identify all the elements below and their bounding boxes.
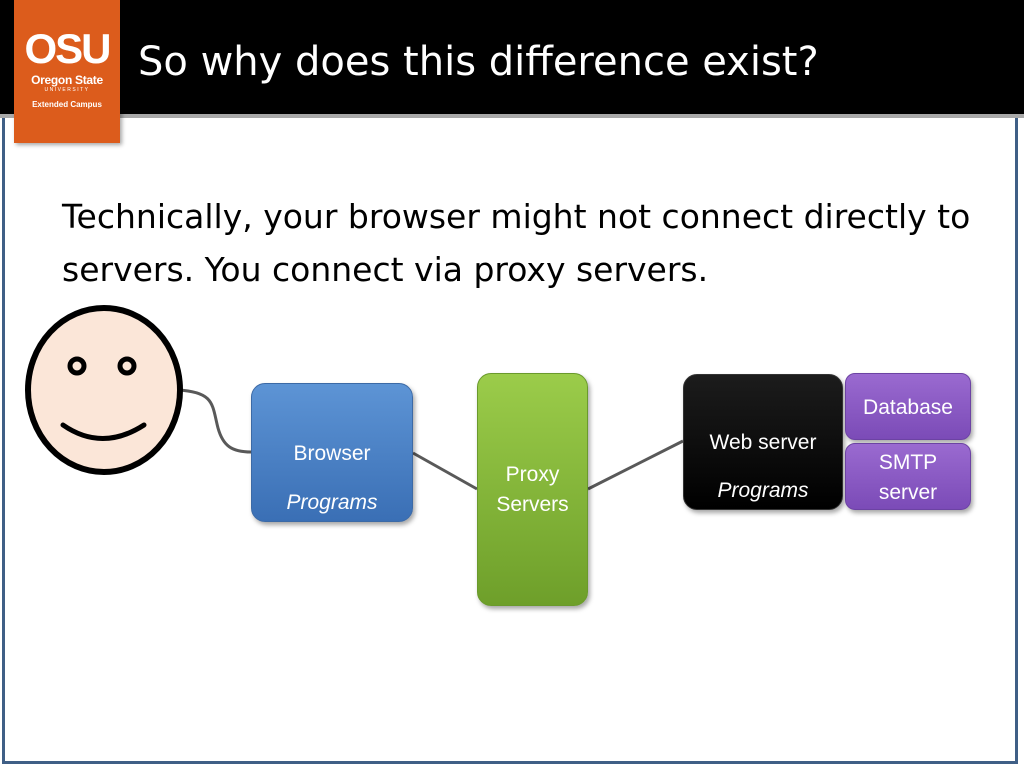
connector-user-browser bbox=[177, 388, 252, 454]
web-server-label: Web server bbox=[709, 431, 817, 454]
proxy-label-line1: Proxy bbox=[505, 463, 560, 486]
web-server-box: Web server Programs bbox=[683, 374, 843, 510]
browser-label: Browser bbox=[293, 442, 371, 465]
smiley-face-icon bbox=[25, 305, 183, 475]
logo-university: UNIVERSITY bbox=[44, 87, 90, 93]
slide-frame bbox=[2, 118, 1018, 764]
title-bar bbox=[0, 0, 1024, 114]
database-box: Database bbox=[845, 373, 971, 440]
title-bar-rule bbox=[0, 114, 1024, 118]
smtp-server-box: SMTP server bbox=[845, 443, 971, 510]
proxy-servers-box: Proxy Servers bbox=[477, 373, 588, 606]
smtp-label-line1: SMTP bbox=[878, 451, 938, 474]
database-label: Database bbox=[863, 396, 953, 419]
browser-box: Browser Programs bbox=[251, 383, 413, 522]
slide-title: So why does this difference exist? bbox=[138, 39, 819, 85]
connector-browser-proxy bbox=[412, 451, 478, 491]
smtp-label-line2: server bbox=[878, 481, 938, 504]
logo-abbrev: OSU bbox=[24, 25, 111, 72]
logo-campus: Extended Campus bbox=[32, 100, 102, 109]
proxy-label-line2: Servers bbox=[496, 493, 569, 516]
logo-name: Oregon State bbox=[31, 73, 103, 87]
browser-sublabel: Programs bbox=[286, 491, 378, 514]
osu-logo: OSU Oregon State UNIVERSITY Extended Cam… bbox=[14, 0, 120, 143]
web-server-sublabel: Programs bbox=[717, 479, 809, 502]
body-text: Technically, your browser might not conn… bbox=[62, 197, 971, 289]
connector-proxy-webserver bbox=[587, 439, 684, 491]
